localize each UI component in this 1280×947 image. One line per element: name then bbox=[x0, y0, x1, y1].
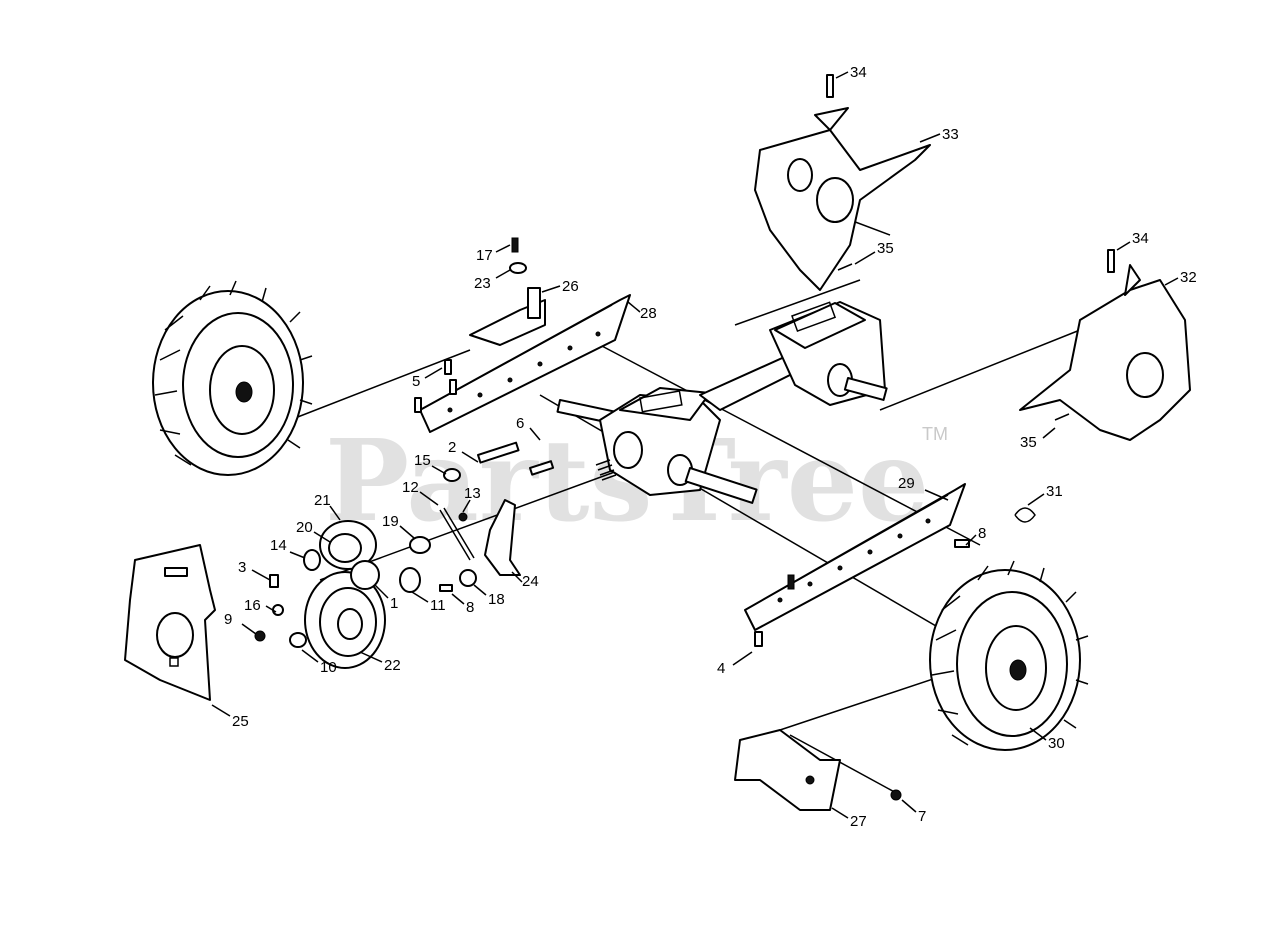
svg-text:7: 7 bbox=[918, 808, 926, 825]
callout-22: 22 bbox=[359, 651, 401, 674]
callout-7: 7 bbox=[901, 799, 926, 825]
fasteners bbox=[439, 263, 1070, 801]
callout-11: 11 bbox=[411, 591, 446, 614]
svg-text:24: 24 bbox=[522, 573, 539, 590]
callout-21: 21 bbox=[314, 492, 341, 521]
callout-34-right: 34 bbox=[1116, 230, 1149, 251]
svg-text:5: 5 bbox=[412, 373, 420, 390]
callout-1: 1 bbox=[374, 584, 398, 612]
svg-text:22: 22 bbox=[384, 657, 401, 674]
callout-2: 2 bbox=[448, 439, 479, 463]
svg-text:13: 13 bbox=[464, 485, 481, 502]
bracket bbox=[469, 237, 546, 346]
svg-text:18: 18 bbox=[488, 591, 505, 608]
callout-9: 9 bbox=[224, 611, 257, 635]
svg-text:30: 30 bbox=[1048, 735, 1065, 752]
callout-10: 10 bbox=[301, 649, 337, 676]
svg-text:35: 35 bbox=[1020, 434, 1037, 451]
svg-text:23: 23 bbox=[474, 275, 491, 292]
svg-text:28: 28 bbox=[640, 305, 657, 322]
callout-15: 15 bbox=[414, 452, 447, 475]
svg-text:25: 25 bbox=[232, 713, 249, 730]
callout-13: 13 bbox=[462, 485, 481, 513]
callout-33: 33 bbox=[919, 126, 959, 143]
rear-shield bbox=[734, 729, 841, 811]
svg-text:10: 10 bbox=[320, 659, 337, 676]
left-wheel-tire bbox=[152, 280, 313, 476]
svg-text:26: 26 bbox=[562, 278, 579, 295]
svg-text:31: 31 bbox=[1046, 483, 1063, 500]
callout-3: 3 bbox=[238, 559, 271, 581]
callout-31: 31 bbox=[1027, 483, 1063, 506]
callout-30: 30 bbox=[1029, 727, 1065, 752]
svg-text:1: 1 bbox=[390, 595, 398, 612]
callout-35-right: 35 bbox=[1020, 427, 1056, 451]
svg-text:29: 29 bbox=[898, 475, 915, 492]
tine-assembly-upper bbox=[754, 74, 931, 291]
svg-text:15: 15 bbox=[414, 452, 431, 469]
callout-16: 16 bbox=[244, 597, 277, 614]
svg-text:2: 2 bbox=[448, 439, 456, 456]
callout-29: 29 bbox=[898, 475, 949, 501]
svg-text:35: 35 bbox=[877, 240, 894, 257]
callout-17: 17 bbox=[476, 244, 511, 264]
right-wheel-tire bbox=[929, 560, 1089, 751]
svg-text:4: 4 bbox=[717, 660, 725, 677]
tine-assembly-right bbox=[1019, 249, 1191, 441]
svg-text:6: 6 bbox=[516, 415, 524, 432]
svg-text:19: 19 bbox=[382, 513, 399, 530]
callout-34-top: 34 bbox=[835, 64, 867, 81]
callout-4: 4 bbox=[717, 651, 753, 677]
svg-text:8: 8 bbox=[466, 599, 474, 616]
svg-text:11: 11 bbox=[430, 597, 446, 614]
svg-text:34: 34 bbox=[1132, 230, 1149, 247]
frame-rail-right bbox=[744, 483, 966, 631]
callout-28: 28 bbox=[627, 301, 657, 322]
transmission-housing bbox=[556, 301, 888, 504]
watermark-trademark: TM bbox=[922, 424, 948, 444]
callout-27: 27 bbox=[831, 807, 867, 830]
callout-14: 14 bbox=[270, 537, 306, 559]
callout-19: 19 bbox=[382, 513, 415, 539]
callout-25: 25 bbox=[211, 704, 249, 730]
callout-35-top: 35 bbox=[854, 240, 894, 265]
svg-text:34: 34 bbox=[850, 64, 867, 81]
callout-24: 24 bbox=[511, 571, 539, 590]
callout-6: 6 bbox=[516, 415, 541, 441]
callout-5: 5 bbox=[412, 367, 443, 390]
callout-18: 18 bbox=[473, 584, 505, 608]
svg-text:27: 27 bbox=[850, 813, 867, 830]
engine-mounting-plate bbox=[124, 544, 216, 701]
svg-text:14: 14 bbox=[270, 537, 287, 554]
callout-8-left: 8 bbox=[451, 593, 474, 616]
callout-20: 20 bbox=[296, 519, 331, 543]
svg-text:12: 12 bbox=[402, 479, 419, 496]
svg-text:21: 21 bbox=[314, 492, 331, 509]
svg-text:20: 20 bbox=[296, 519, 313, 536]
svg-text:3: 3 bbox=[238, 559, 246, 576]
svg-text:8: 8 bbox=[978, 525, 986, 542]
callout-32: 32 bbox=[1164, 269, 1197, 286]
callout-12: 12 bbox=[402, 479, 439, 506]
callout-26: 26 bbox=[541, 278, 579, 295]
svg-text:32: 32 bbox=[1180, 269, 1197, 286]
callouts: 34 33 35 34 32 35 17 23 26 28 5 2 6 15 1… bbox=[211, 64, 1197, 830]
svg-text:33: 33 bbox=[942, 126, 959, 143]
svg-text:17: 17 bbox=[476, 247, 493, 264]
svg-text:9: 9 bbox=[224, 611, 232, 628]
callout-8-right: 8 bbox=[965, 525, 986, 546]
svg-text:16: 16 bbox=[244, 597, 261, 614]
pulley-belt-assembly bbox=[254, 441, 555, 669]
callout-23: 23 bbox=[474, 269, 511, 292]
